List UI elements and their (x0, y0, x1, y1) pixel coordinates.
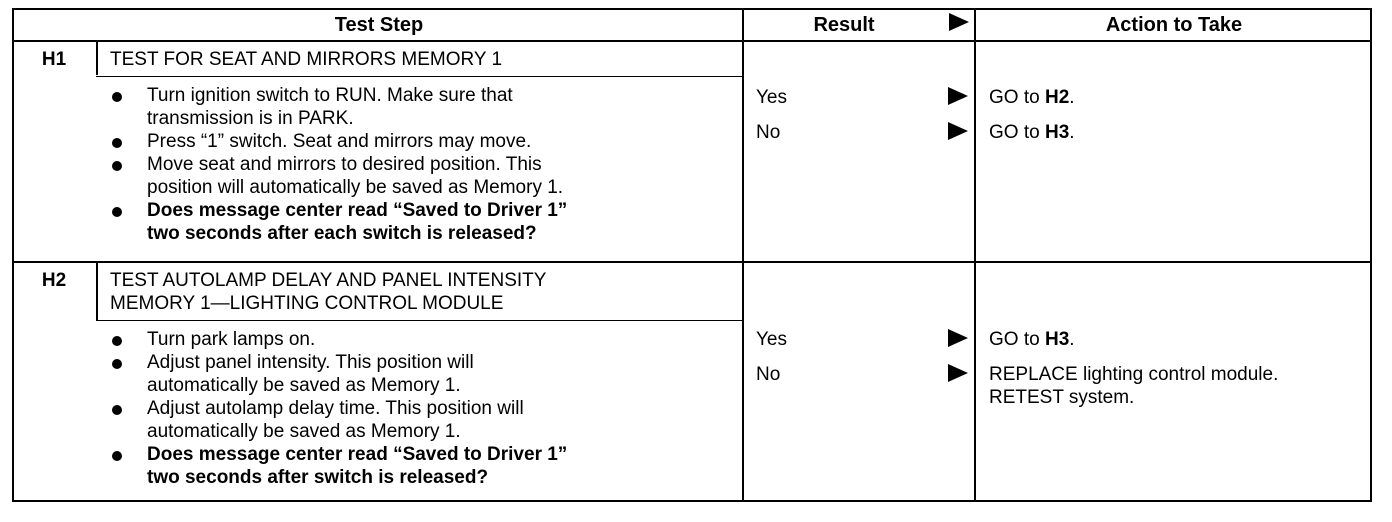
h2-bullet-2-line-2: automatically be saved as Memory 1. (147, 375, 461, 396)
divider-h2-id (96, 262, 98, 320)
h2-bullet-2-line-1: Adjust panel intensity. This position wi… (147, 352, 474, 373)
header-arrow-icon (949, 13, 969, 31)
h1-bullet-4-line-1: Does message center read “Saved to Drive… (147, 200, 568, 221)
step-title-h1: TEST FOR SEAT AND MIRRORS MEMORY 1 (110, 49, 503, 70)
h1-action-yes: GO to H2. (989, 87, 1075, 108)
arrow-icon (948, 329, 968, 347)
bullet-icon (112, 336, 122, 346)
h2-bullet-4-line-2: two seconds after switch is released? (147, 467, 489, 488)
arrow-icon (948, 87, 968, 105)
h2-bullet-4-line-1: Does message center read “Saved to Drive… (147, 444, 568, 465)
step-title-h2-line-1: TEST AUTOLAMP DELAY AND PANEL INTENSITY (110, 270, 547, 291)
header-action: Action to Take (1105, 14, 1243, 36)
h1-bullet-2-line-1: Press “1” switch. Seat and mirrors may m… (147, 131, 532, 152)
bullet-icon (112, 207, 122, 217)
h1-result-yes: Yes (756, 87, 787, 108)
bullet-icon (112, 161, 122, 171)
header-test-step: Test Step (334, 14, 424, 36)
row-divider (14, 261, 1370, 263)
bullet-icon (112, 359, 122, 369)
h2-action-no-line-2: RETEST system. (989, 387, 1135, 408)
h1-action-no: GO to H3. (989, 122, 1075, 143)
h1-bullet-3-line-2: position will automatically be saved as … (147, 177, 564, 198)
bullet-icon (112, 451, 122, 461)
h2-bullet-3-line-2: automatically be saved as Memory 1. (147, 421, 461, 442)
h2-result-yes: Yes (756, 329, 787, 350)
arrow-icon (948, 122, 968, 140)
step-id-h2: H2 (41, 270, 67, 291)
h2-title-divider (96, 320, 742, 321)
bullet-icon (112, 138, 122, 148)
divider-action (974, 10, 976, 500)
header-result: Result (813, 14, 875, 36)
bullet-icon (112, 92, 122, 102)
bullet-icon (112, 405, 122, 415)
h1-bullet-3-line-1: Move seat and mirrors to desired positio… (147, 154, 542, 175)
arrow-icon (948, 364, 968, 382)
diagnostic-table: Test Step Result Action to Take H1 TEST … (12, 8, 1372, 502)
h1-bullet-4-line-2: two seconds after each switch is release… (147, 223, 537, 244)
h2-bullet-1-line-1: Turn park lamps on. (147, 329, 316, 350)
h2-bullet-3-line-1: Adjust autolamp delay time. This positio… (147, 398, 524, 419)
h1-result-no: No (756, 122, 781, 143)
h2-result-no: No (756, 364, 781, 385)
step-title-h2-line-2: MEMORY 1—LIGHTING CONTROL MODULE (110, 293, 504, 314)
h1-bullet-1-line-1: Turn ignition switch to RUN. Make sure t… (147, 85, 513, 106)
divider-result (742, 10, 744, 500)
step-id-h1: H1 (41, 49, 67, 70)
h2-action-yes: GO to H3. (989, 329, 1075, 350)
h1-bullet-1-line-2: transmission is in PARK. (147, 108, 354, 129)
h2-action-no-line-1: REPLACE lighting control module. (989, 364, 1279, 385)
h1-title-divider (96, 76, 742, 77)
divider-h1-id (96, 41, 98, 75)
header-divider (14, 40, 1370, 42)
